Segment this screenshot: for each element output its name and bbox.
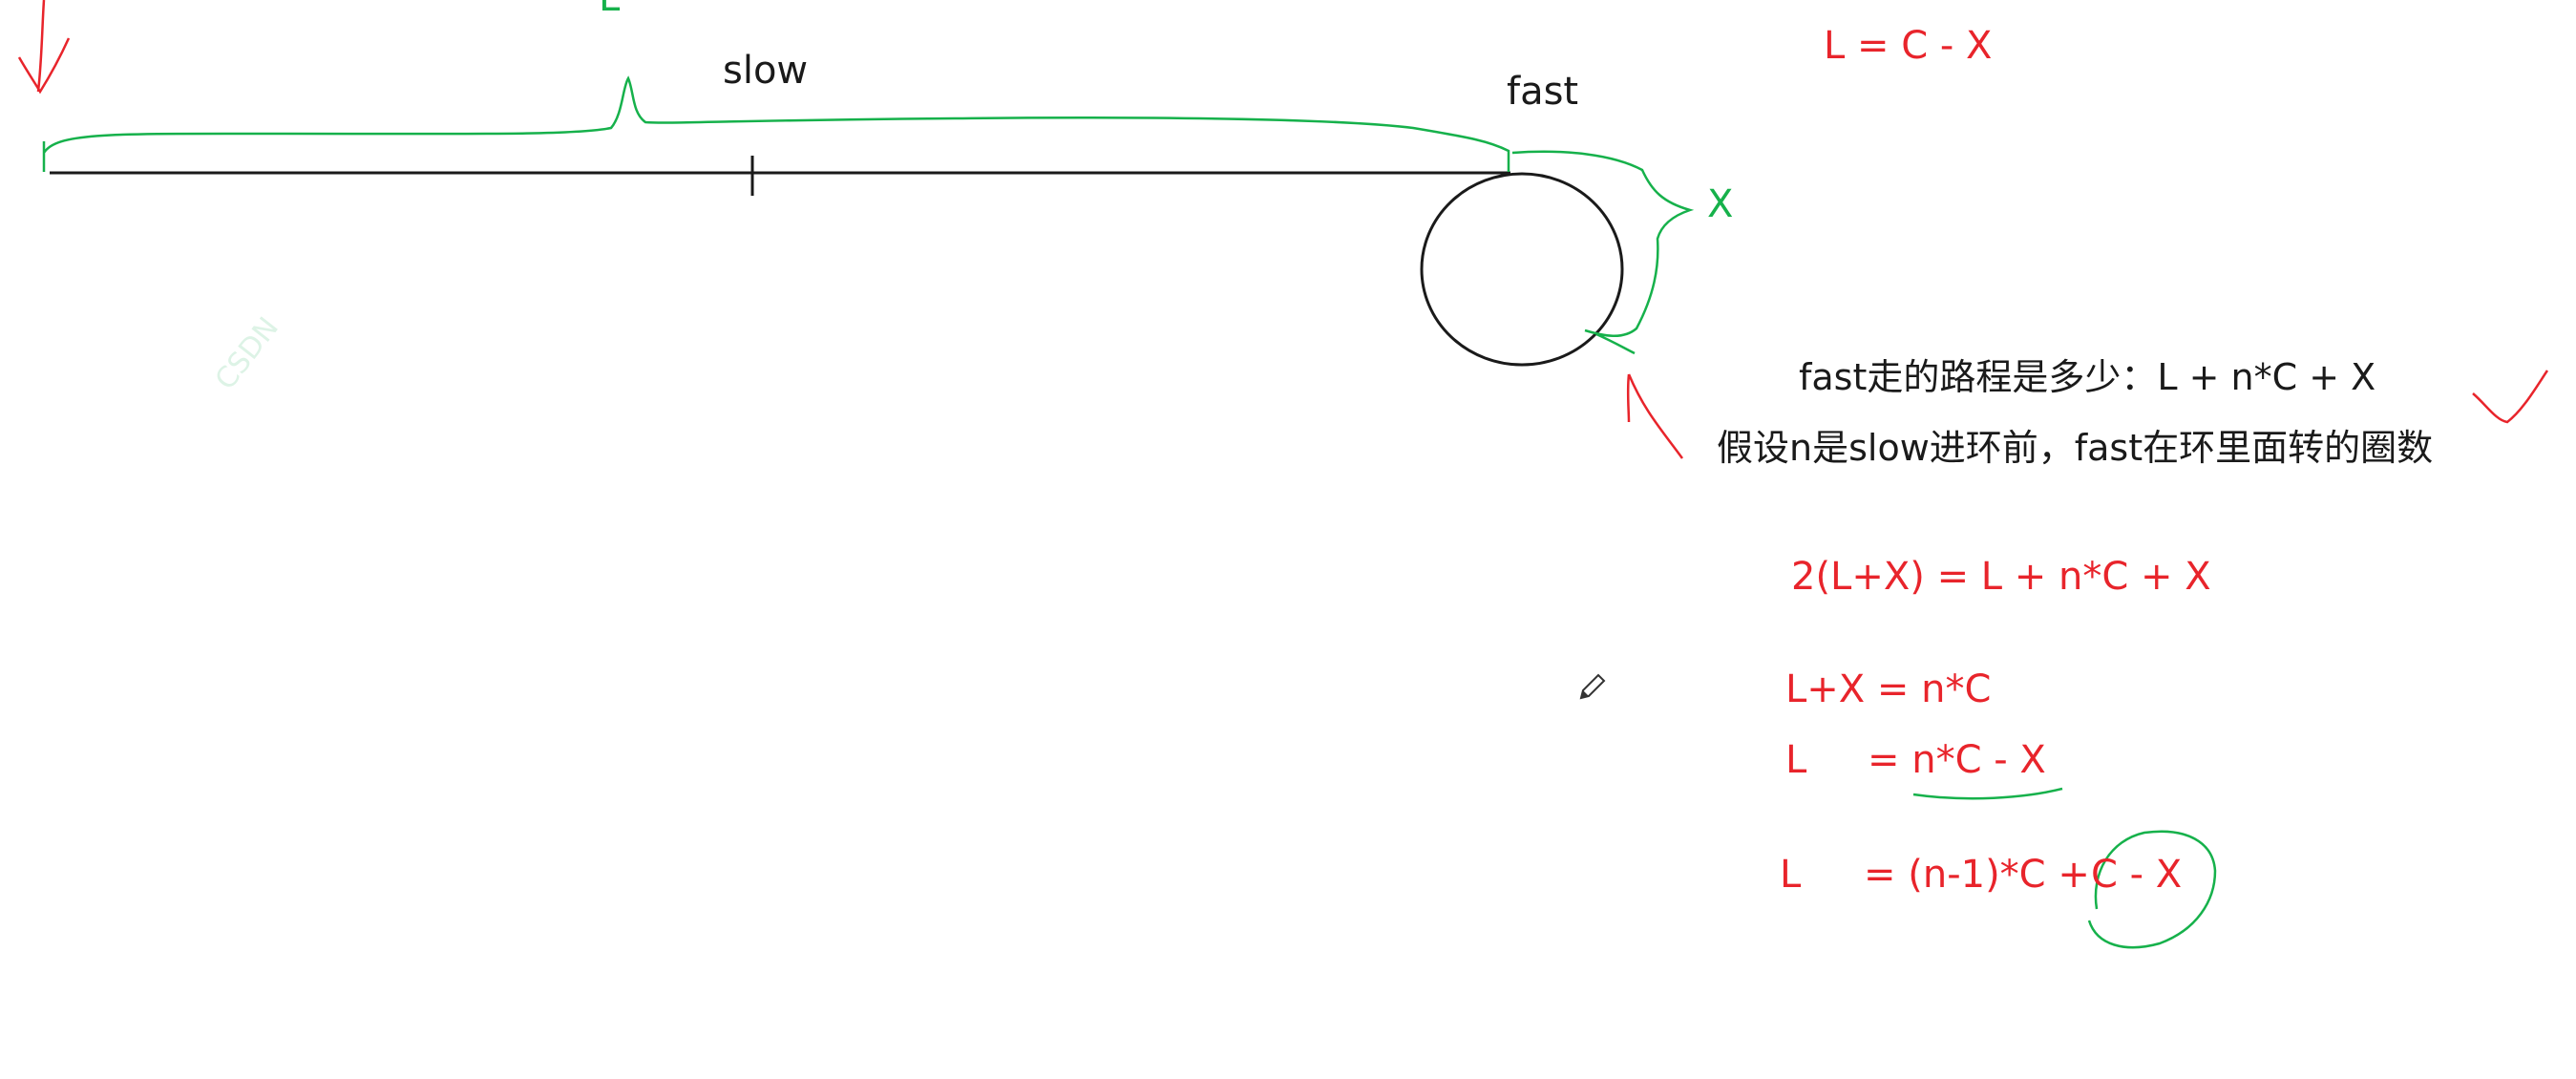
label-L-top: L [599, 0, 620, 17]
label-fast: fast [1507, 70, 1579, 114]
equation-top: L = C - X [1824, 24, 1993, 68]
equation-3-left: L [1785, 738, 1807, 782]
equation-1: 2(L+X) = L + n*C + X [1791, 555, 2211, 599]
label-X: X [1707, 182, 1734, 226]
watermark: CSDN [209, 311, 285, 396]
X-brace [1511, 150, 1695, 355]
checkmark [2472, 370, 2549, 424]
note-fast-distance: fast走的路程是多少：L + n*C + X [1799, 356, 2376, 398]
meet-arrow [1626, 373, 1684, 459]
label-slow: slow [723, 49, 809, 93]
note-n-definition: 假设n是slow进环前，fast在环里面转的圈数 [1717, 427, 2434, 469]
underline-nC-X [1912, 787, 2063, 800]
circle-C-X [2087, 830, 2217, 949]
pencil-cursor-icon [1579, 673, 1606, 700]
cycle-circle [1420, 172, 1624, 367]
equation-4-left: L [1780, 853, 1802, 897]
equation-4-right: C - X [2091, 853, 2183, 897]
equation-2: L+X = n*C [1785, 667, 1992, 711]
equation-3-right: = n*C - X [1868, 738, 2046, 782]
equation-4-mid: = (n-1)*C + [1864, 853, 2090, 897]
start-arrow [17, 0, 71, 95]
L-brace [42, 75, 1510, 172]
